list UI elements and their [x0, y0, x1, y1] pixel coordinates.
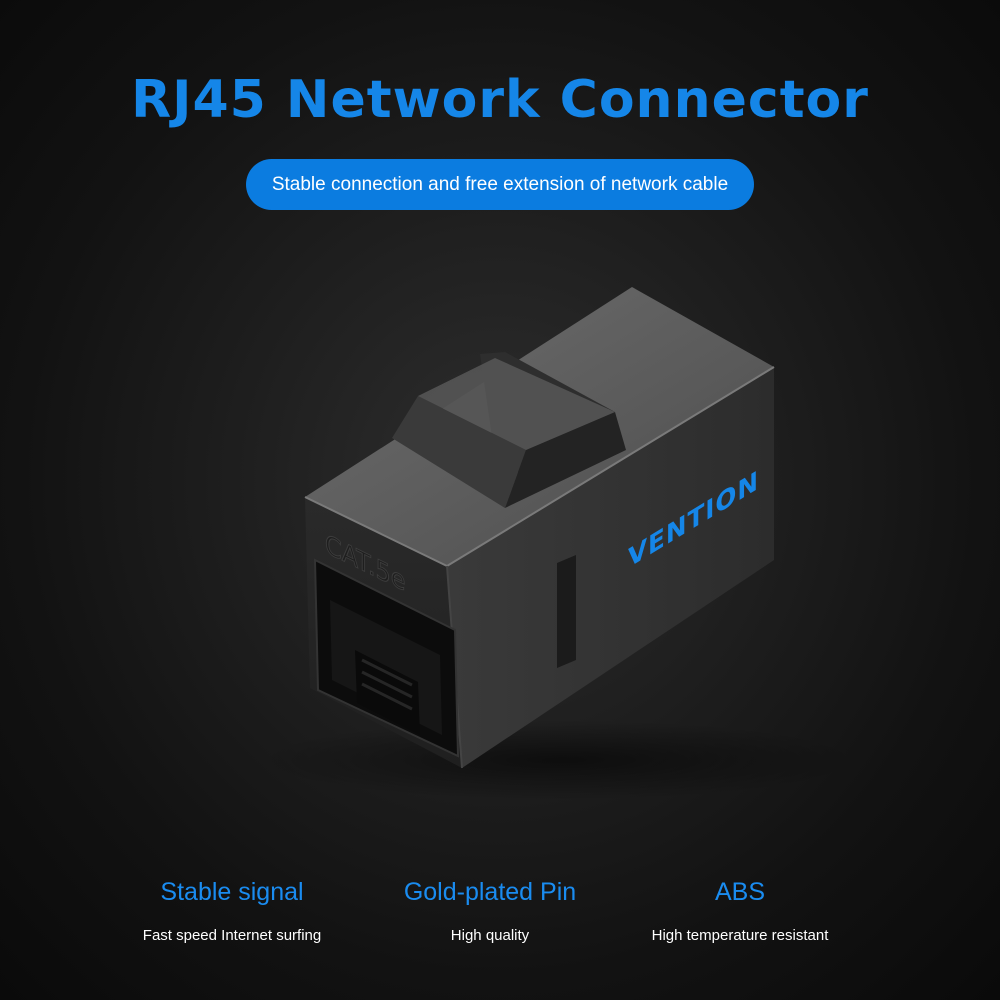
feature-description: Fast speed Internet surfing — [142, 927, 322, 944]
latch-tab-face — [392, 396, 526, 508]
feature-title: Gold-plated Pin — [403, 878, 577, 906]
side-slot — [557, 555, 576, 668]
coupler-side-face — [447, 367, 774, 768]
feature-description: High quality — [450, 927, 530, 944]
feature-abs: ABS High temperature resistant — [590, 878, 890, 944]
feature-title: Stable signal — [160, 878, 304, 906]
feature-stable-signal: Stable signal Fast speed Internet surfin… — [82, 878, 382, 944]
tagline-text: Stable connection and free extension of … — [271, 173, 729, 195]
latch-tab-end — [505, 412, 626, 508]
page-title: RJ45 Network Connector — [131, 70, 869, 130]
feature-gold-plated-pin: Gold-plated Pin High quality — [340, 878, 640, 944]
feature-description: High temperature resistant — [651, 927, 829, 944]
feature-title: ABS — [714, 878, 766, 906]
product-shadow — [260, 720, 860, 800]
tagline-badge: Stable connection and free extension of … — [246, 159, 754, 210]
